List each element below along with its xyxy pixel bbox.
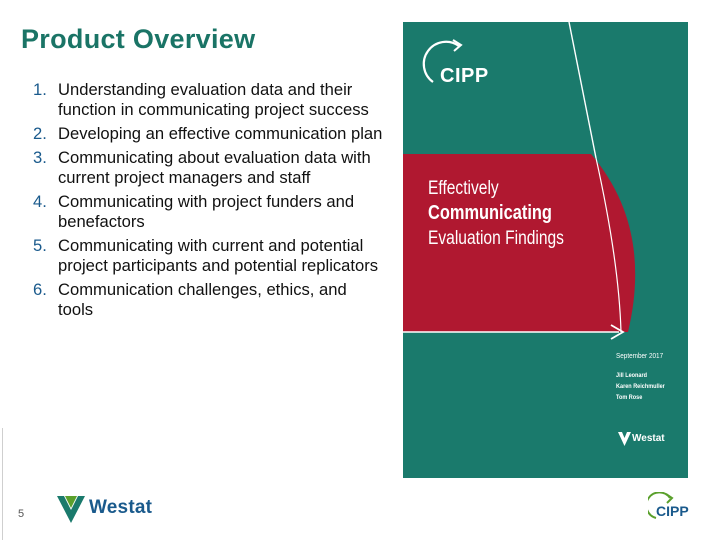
- cover-title-line-1: Effectively: [428, 178, 499, 199]
- cover-title-line-3: Evaluation Findings: [428, 228, 564, 249]
- topic-text: Communication challenges, ethics, and to…: [58, 280, 347, 319]
- cover-westat-logo: Westat: [618, 432, 678, 448]
- cover-background: [403, 22, 688, 478]
- topic-number: 2.: [33, 124, 47, 143]
- cover-divider-line: [568, 22, 597, 159]
- topic-text: Communicating about evaluation data with…: [58, 148, 371, 187]
- westat-logo: Westat: [56, 494, 160, 524]
- slide-title: Product Overview: [21, 24, 256, 54]
- westat-mark-icon: [618, 432, 631, 446]
- topic-number: 3.: [33, 148, 47, 167]
- cover-author: Tom Rose: [616, 394, 643, 401]
- topic-number: 5.: [33, 236, 47, 255]
- cover-author: Karen Reichmuller: [616, 383, 665, 390]
- topic-item: 3. Communicating about evaluation data wi…: [0, 148, 396, 188]
- cover-cipp-logo: CIPP: [440, 65, 489, 87]
- cover-red-band: [403, 154, 636, 332]
- cover-arrow-head-icon: [610, 324, 625, 340]
- topic-text: Understanding evaluation data and their …: [58, 80, 369, 119]
- topic-text: Communicating with current and potential…: [58, 236, 379, 275]
- westat-mark-icon: [57, 496, 85, 523]
- page-number: 5: [18, 508, 25, 520]
- cover-curve-line: [595, 157, 622, 333]
- left-divider: [2, 428, 3, 540]
- topic-text: Developing an effective communication pl…: [58, 124, 383, 143]
- cover-cipp-arrow-icon: [452, 39, 463, 52]
- report-cover-image: CIPP Effectively Communicating Evaluatio…: [403, 22, 688, 478]
- cipp-swoosh-icon: [648, 492, 674, 519]
- cover-author: Jill Leonard: [616, 372, 648, 379]
- cover-cipp-swoosh-icon: [422, 40, 460, 83]
- cover-title-line-2: Communicating: [428, 202, 552, 224]
- topic-item: 2. Developing an effective communication …: [0, 124, 396, 144]
- topic-text: Communicating with project funders and b…: [58, 192, 355, 231]
- cipp-wordmark: CIPP: [656, 503, 689, 519]
- topic-number: 1.: [33, 80, 47, 99]
- topic-list: 1. Understanding evaluation data and thei…: [0, 80, 396, 324]
- westat-wordmark: Westat: [89, 497, 153, 518]
- topic-item: 1. Understanding evaluation data and thei…: [0, 80, 396, 120]
- cipp-logo: CIPP: [648, 492, 708, 526]
- topic-number: 4.: [33, 192, 47, 211]
- topic-number: 6.: [33, 280, 47, 299]
- topic-item: 4. Communicating with project funders and…: [0, 192, 396, 232]
- topic-item: 6. Communication challenges, ethics, and …: [0, 280, 396, 320]
- cover-date: September 2017: [616, 351, 664, 360]
- cover-westat-text: Westat: [632, 433, 665, 444]
- topic-item: 5. Communicating with current and potenti…: [0, 236, 396, 276]
